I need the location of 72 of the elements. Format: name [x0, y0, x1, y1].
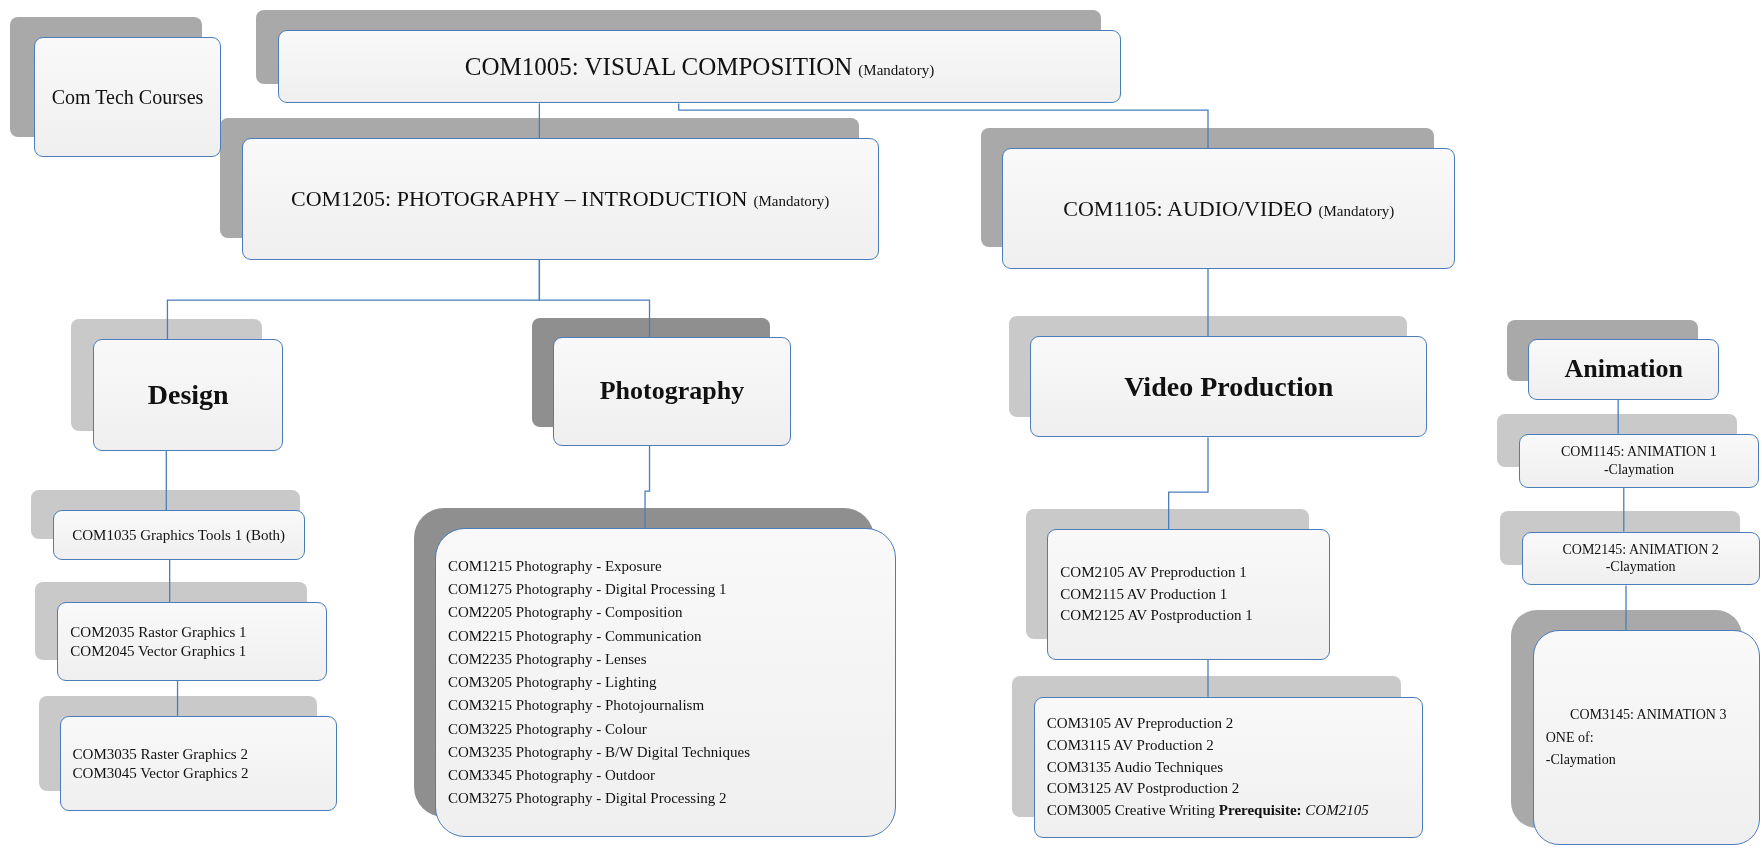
course-title: COM2145: ANIMATION 2: [1561, 541, 1720, 559]
course-title: COM1205: PHOTOGRAPHY – INTRODUCTION: [291, 185, 748, 213]
connector-line: [169, 558, 171, 603]
course-box: [277, 30, 1122, 104]
connector-line: [538, 102, 541, 139]
course-item: COM3345 Photography - Outdoor: [447, 766, 656, 785]
course-box: [552, 337, 792, 447]
course-item: COM3215 Photography - Photojournalism: [447, 696, 706, 716]
course-box: [1047, 529, 1331, 660]
course-box: [1521, 531, 1760, 586]
course-item: COM2105 AV Preproduction 1: [1060, 562, 1248, 582]
course-box: [33, 37, 222, 158]
course-box: [93, 339, 284, 451]
connector-line: [165, 449, 167, 511]
course-item: COM2205 Photography - Composition: [447, 603, 684, 623]
course-item: COM3005 Creative Writing Prerequisite: COM2105: [1046, 801, 1370, 821]
course-item: COM2045 Vector Graphics 1: [70, 641, 248, 661]
course-title: -Claymation: [1602, 460, 1675, 479]
connector-line: [1625, 584, 1627, 632]
course-item: COM3115 AV Production 2: [1046, 735, 1215, 755]
course-box: [59, 715, 338, 812]
course-item: COM3205 Photography - Lighting: [447, 673, 658, 692]
course-item: COM2125 AV Postproduction 1: [1060, 606, 1254, 626]
course-title: Com Tech Courses: [50, 84, 205, 110]
course-box: [1002, 148, 1456, 269]
course-item: COM2235 Photography - Lenses: [447, 649, 648, 669]
course-item: ONE of:: [1545, 728, 1595, 747]
course-item: COM3105 AV Preproduction 2: [1046, 714, 1235, 734]
connector-line: [644, 445, 651, 529]
course-item: COM3235 Photography - B/W Digital Techniques: [447, 742, 751, 762]
track-heading: Design: [146, 378, 230, 413]
mandatory-note: (Mandatory): [858, 61, 935, 80]
course-title: -Claymation: [1604, 558, 1677, 576]
course-box: [241, 138, 879, 260]
course-item: COM3225 Photography - Colour: [447, 719, 648, 739]
course-box: [1033, 696, 1423, 839]
course-box: [1030, 336, 1428, 438]
connector-line: [1207, 267, 1209, 337]
connector-line: [538, 258, 651, 338]
course-item: COM2215 Photography - Communication: [447, 626, 703, 646]
course-box: [1532, 630, 1760, 846]
course-box: [52, 510, 305, 560]
course-title: COM1005: VISUAL COMPOSITION: [464, 52, 853, 83]
course-title: COM1035 Graphics Tools 1 (Both): [71, 525, 287, 545]
course-box: [57, 602, 327, 681]
course-item: COM3125 AV Postproduction 2: [1046, 779, 1241, 799]
connector-line: [1617, 399, 1619, 435]
course-title: COM1105: AUDIO/VIDEO: [1063, 194, 1313, 223]
course-title: COM3145: ANIMATION 3: [1569, 706, 1728, 725]
mandatory-note: (Mandatory): [1318, 201, 1395, 221]
course-box: [1528, 339, 1720, 401]
course-item: COM3135 Audio Techniques: [1046, 757, 1224, 777]
course-item: COM2115 AV Production 1: [1060, 584, 1229, 604]
course-box: [434, 528, 896, 838]
connector-line: [176, 680, 179, 717]
course-item: COM3045 Vector Graphics 2: [72, 763, 250, 783]
course-item: COM1275 Photography - Digital Processing 1: [447, 580, 728, 599]
course-item: COM3035 Raster Graphics 2: [72, 744, 249, 764]
connector-line: [1207, 659, 1209, 698]
course-item: -Claymation: [1545, 750, 1617, 769]
connector-line: [678, 102, 1209, 149]
mandatory-note: (Mandatory): [753, 192, 830, 211]
connector-line: [1623, 487, 1625, 533]
course-title: COM1145: ANIMATION 1: [1560, 443, 1718, 461]
connector-line: [1168, 436, 1209, 530]
track-heading: Animation: [1563, 353, 1684, 386]
course-item: COM1215 Photography - Exposure: [447, 556, 663, 576]
course-item: COM2035 Rastor Graphics 1: [70, 622, 248, 642]
course-item: COM3275 Photography - Digital Processing 2: [447, 789, 728, 809]
course-box: [1519, 433, 1759, 488]
track-heading: Photography: [598, 375, 746, 408]
track-heading: Video Production: [1123, 370, 1335, 405]
